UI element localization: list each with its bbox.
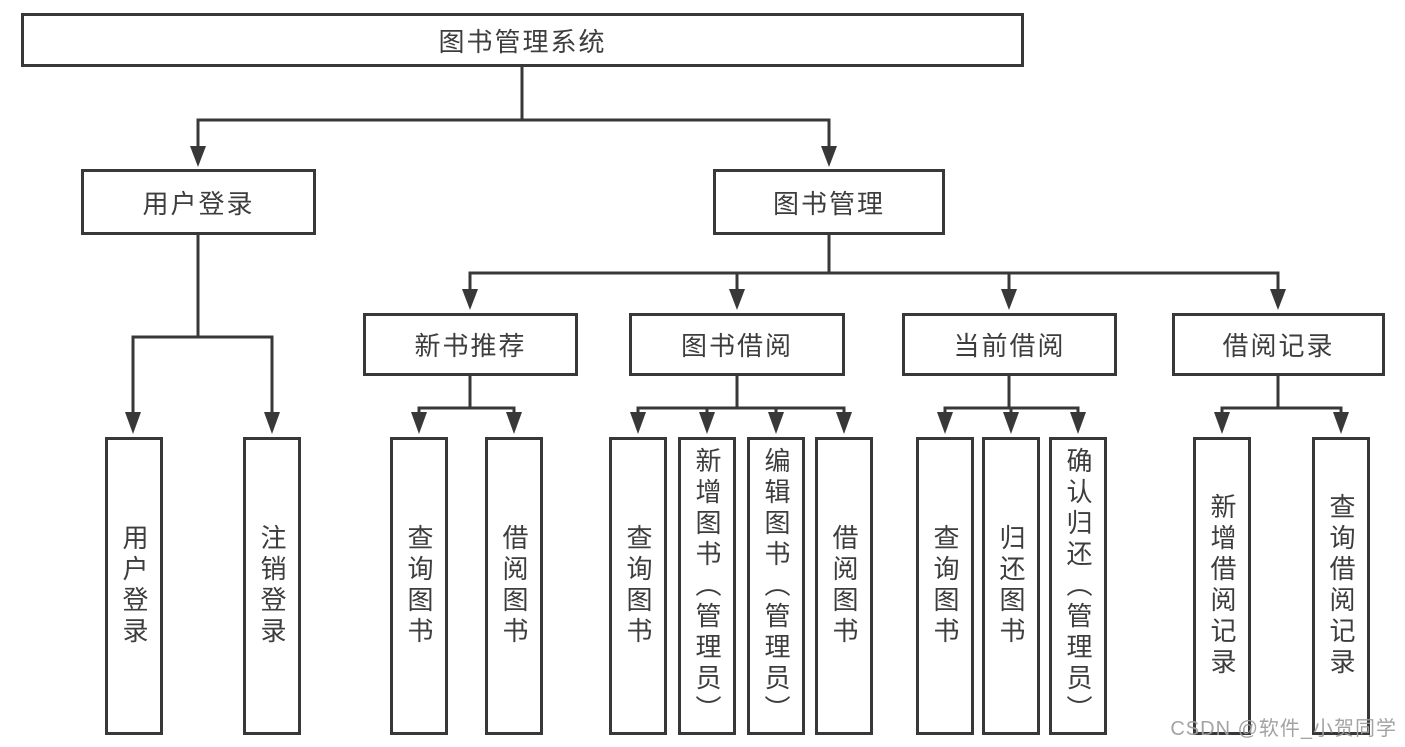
connector-newbook-to-leaves <box>417 374 516 416</box>
leaf-query-books-current-label: 查询图书 <box>930 524 960 648</box>
leaf-add-borrow-record: 新增借阅记录 <box>1193 437 1251 735</box>
arrow-down-icon <box>1333 412 1349 434</box>
connector-userlogin-to-leaves <box>131 233 274 416</box>
leaf-user-login: 用户登录 <box>105 437 163 735</box>
node-book-management-label: 图书管理 <box>772 188 885 219</box>
arrow-down-icon <box>411 412 427 434</box>
node-current-borrowing-label: 当前借阅 <box>953 331 1066 361</box>
leaf-query-books-recommend: 查询图书 <box>390 437 448 735</box>
leaf-add-book-admin-label: 新增图书（管理员） <box>692 446 722 726</box>
csdn-watermark: CSDN @软件_小贺同学 <box>1170 718 1397 740</box>
arrow-down-icon <box>125 412 141 434</box>
arrow-down-icon <box>1003 412 1019 434</box>
node-user-login-label: 用户登录 <box>142 188 255 219</box>
arrow-down-icon <box>190 146 206 167</box>
leaf-add-book-admin: 新增图书（管理员） <box>678 437 736 735</box>
leaf-user-login-label: 用户登录 <box>119 524 149 648</box>
arrow-down-icon <box>630 412 646 434</box>
leaf-query-books-recommend-label: 查询图书 <box>404 524 434 648</box>
arrow-down-icon <box>729 289 745 310</box>
connector-root-to-level2 <box>196 65 831 151</box>
arrow-down-icon <box>768 412 784 434</box>
node-book-borrowing-label: 图书借阅 <box>680 331 793 361</box>
node-new-book-recommend-label: 新书推荐 <box>414 331 527 361</box>
leaf-borrow-books-borrow: 借阅图书 <box>815 437 873 735</box>
arrow-down-icon <box>1214 412 1230 434</box>
arrow-down-icon <box>699 412 715 434</box>
node-new-book-recommend: 新书推荐 <box>363 313 578 376</box>
node-book-management: 图书管理 <box>713 169 945 235</box>
leaf-logout: 注销登录 <box>243 437 301 735</box>
node-borrowing-records-label: 借阅记录 <box>1222 331 1335 361</box>
leaf-borrow-books-recommend-label: 借阅图书 <box>499 524 529 648</box>
arrow-down-icon <box>836 412 852 434</box>
leaf-return-book: 归还图书 <box>982 437 1040 735</box>
leaf-query-books-borrow-label: 查询图书 <box>623 524 653 648</box>
connector-bookborrow-to-leaves <box>636 374 846 416</box>
node-borrowing-records: 借阅记录 <box>1172 313 1385 376</box>
leaf-query-books-borrow: 查询图书 <box>609 437 667 735</box>
leaf-borrow-books-recommend: 借阅图书 <box>485 437 543 735</box>
leaf-edit-book-admin: 编辑图书（管理员） <box>747 437 805 735</box>
arrow-down-icon <box>462 289 478 310</box>
arrow-down-icon <box>1001 289 1017 310</box>
leaf-borrow-books-borrow-label: 借阅图书 <box>829 524 859 648</box>
leaf-logout-label: 注销登录 <box>257 524 287 648</box>
connector-bookmgmt-to-level3 <box>468 233 1280 293</box>
arrow-down-icon <box>506 412 522 434</box>
leaf-confirm-return-admin: 确认归还（管理员） <box>1049 437 1107 735</box>
leaf-query-borrow-record-label: 查询借阅记录 <box>1326 493 1356 679</box>
node-root-label: 图书管理系统 <box>438 26 607 57</box>
arrow-down-icon <box>821 146 837 167</box>
node-current-borrowing: 当前借阅 <box>902 313 1117 376</box>
connector-currentborrow-to-leaves <box>943 374 1080 416</box>
connector-borrowrecords-to-leaves <box>1220 374 1343 416</box>
node-user-login: 用户登录 <box>81 169 316 235</box>
leaf-return-book-label: 归还图书 <box>996 524 1026 648</box>
leaf-edit-book-admin-label: 编辑图书（管理员） <box>761 446 791 726</box>
leaf-query-books-current: 查询图书 <box>916 437 974 735</box>
node-root: 图书管理系统 <box>21 13 1024 67</box>
arrow-down-icon <box>1270 289 1286 310</box>
leaf-confirm-return-admin-label: 确认归还（管理员） <box>1063 446 1093 726</box>
arrow-down-icon <box>264 412 280 434</box>
leaf-add-borrow-record-label: 新增借阅记录 <box>1207 493 1237 679</box>
arrow-down-icon <box>937 412 953 434</box>
arrow-down-icon <box>1070 412 1086 434</box>
leaf-query-borrow-record: 查询借阅记录 <box>1312 437 1370 735</box>
node-book-borrowing: 图书借阅 <box>629 313 845 376</box>
